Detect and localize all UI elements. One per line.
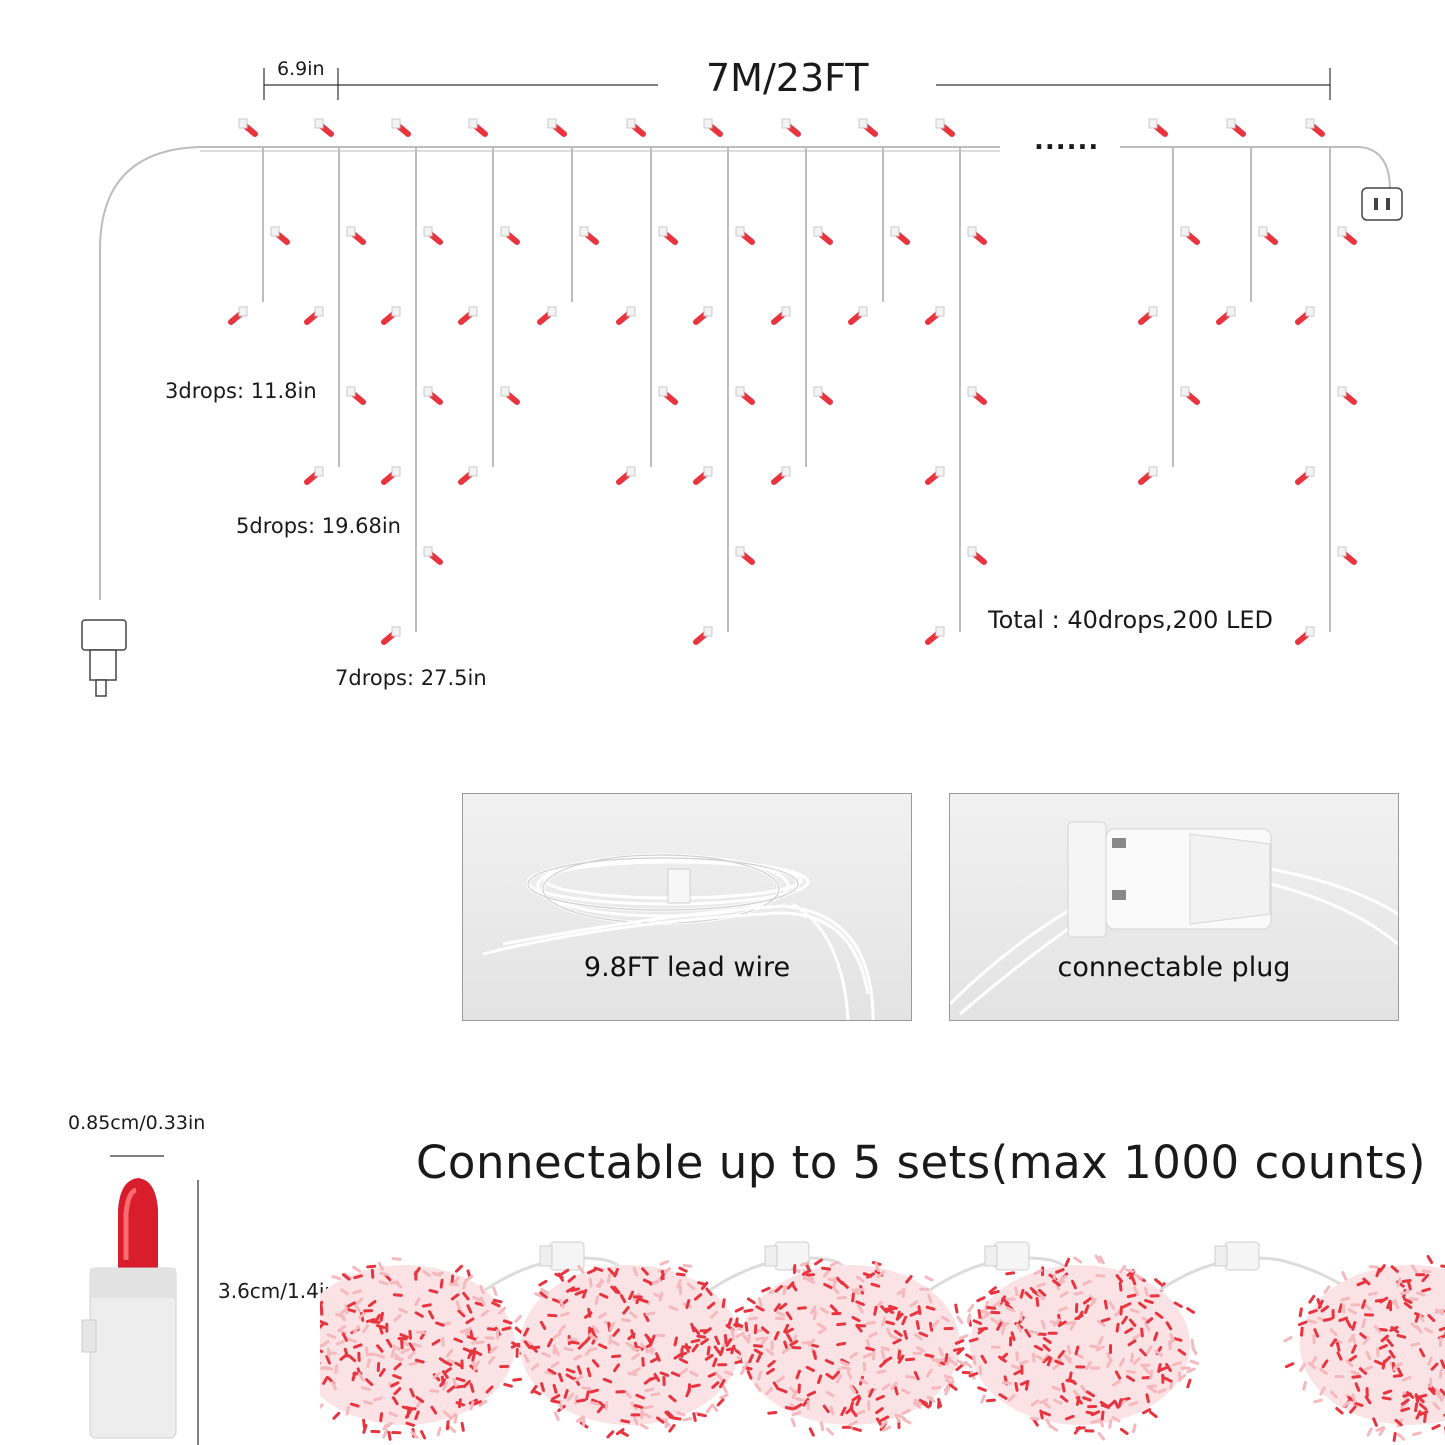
led-bulb <box>925 626 945 645</box>
lead-wire-label: 9.8FT lead wire <box>583 952 791 983</box>
male-plug-body <box>89 649 117 681</box>
lead-wire-panel: 9.8FT lead wire <box>462 793 912 1021</box>
led-bulb <box>848 306 868 325</box>
led-bulb <box>304 306 324 325</box>
led-bulb <box>423 546 443 565</box>
led-bulb <box>1295 306 1315 325</box>
light-set <box>1283 1255 1445 1442</box>
led-bulb <box>626 118 646 137</box>
led-bulb <box>935 118 955 137</box>
led-bulb <box>1295 466 1315 485</box>
led-bulb <box>547 118 567 137</box>
led-bulb <box>813 386 833 405</box>
led-bulb <box>458 466 478 485</box>
led-bulb <box>1305 118 1325 137</box>
led-bulb <box>658 386 678 405</box>
light-set <box>320 1257 529 1441</box>
led-bulb <box>616 466 636 485</box>
spacing-label: 6.9in <box>277 58 325 80</box>
led-bulb <box>423 226 443 245</box>
drop-5-label: 5drops: 19.68in <box>236 514 401 538</box>
led-bulb <box>228 306 248 325</box>
led-bulb <box>1216 306 1236 325</box>
male-plug-prong <box>95 679 107 697</box>
led-bulb <box>458 306 478 325</box>
led-bulb <box>500 386 520 405</box>
led-bulb <box>391 118 411 137</box>
led-bulb <box>890 226 910 245</box>
connected-sets-illustration <box>320 1241 1445 1442</box>
bulb-detail-icon <box>81 1155 199 1445</box>
coiled-wire-icon <box>482 853 875 1020</box>
led-bulb <box>735 546 755 565</box>
plug-label: connectable plug <box>1057 952 1291 983</box>
led-bulb <box>1138 466 1158 485</box>
light-set <box>730 1258 972 1437</box>
bulb-width-label: 0.85cm/0.33in <box>68 1112 206 1134</box>
led-bulb <box>579 226 599 245</box>
led-bulb <box>1226 118 1246 137</box>
led-bulb <box>314 118 334 137</box>
led-bulb <box>1337 226 1357 245</box>
main-wire <box>99 146 1000 600</box>
led-bulb <box>238 118 258 137</box>
main-wire-right <box>1120 146 1391 191</box>
female-plug-slot <box>1374 198 1378 210</box>
led-bulb <box>1180 386 1200 405</box>
connector-plug-icon <box>1159 1241 1351 1292</box>
led-bulb <box>735 226 755 245</box>
led-bulb <box>967 386 987 405</box>
led-bulb <box>1258 226 1278 245</box>
led-bulb <box>693 306 713 325</box>
led-bulb <box>658 226 678 245</box>
led-bulb <box>304 466 324 485</box>
led-bulb <box>781 118 801 137</box>
led-bulb <box>1138 306 1158 325</box>
led-bulb <box>381 466 401 485</box>
led-bulb <box>500 226 520 245</box>
led-bulb <box>381 306 401 325</box>
led-bulb <box>423 386 443 405</box>
female-plug-icon <box>1361 187 1403 221</box>
led-bulb <box>1295 626 1315 645</box>
led-bulb <box>468 118 488 137</box>
drop-3-label: 3drops: 11.8in <box>165 379 317 403</box>
led-bulb <box>1180 226 1200 245</box>
led-bulb <box>925 466 945 485</box>
bulb-height-label: 3.6cm/1.4in <box>218 1279 338 1303</box>
led-bulb <box>537 306 557 325</box>
connectable-plug-icon <box>950 821 1398 1016</box>
total-length-label: 7M/23FT <box>706 56 869 100</box>
led-bulb <box>693 626 713 645</box>
led-bulb <box>771 306 791 325</box>
led-bulb <box>703 118 723 137</box>
plug-panel: connectable plug <box>949 793 1399 1021</box>
led-bulb <box>813 226 833 245</box>
drop-7-label: 7drops: 27.5in <box>335 666 487 690</box>
led-bulb <box>1337 386 1357 405</box>
light-set <box>510 1260 748 1439</box>
ellipsis-label: ...... <box>1034 126 1100 156</box>
led-bulb <box>381 626 401 645</box>
led-bulb <box>346 226 366 245</box>
led-bulb <box>771 466 791 485</box>
led-bulb <box>1337 546 1357 565</box>
headline: Connectable up to 5 sets(max 1000 counts… <box>416 1136 1426 1189</box>
led-bulb <box>1148 118 1168 137</box>
led-bulb <box>967 226 987 245</box>
light-set <box>954 1254 1200 1441</box>
led-bulb <box>616 306 636 325</box>
led-bulb <box>270 226 290 245</box>
icicle-diagram <box>81 68 1403 697</box>
male-plug-icon <box>81 619 127 651</box>
led-bulb <box>967 546 987 565</box>
total-label: Total : 40drops,200 LED <box>988 606 1274 634</box>
female-plug-slot <box>1386 198 1390 210</box>
led-bulb <box>858 118 878 137</box>
led-bulb <box>346 386 366 405</box>
led-bulb <box>925 306 945 325</box>
led-bulb <box>735 386 755 405</box>
led-bulb <box>693 466 713 485</box>
